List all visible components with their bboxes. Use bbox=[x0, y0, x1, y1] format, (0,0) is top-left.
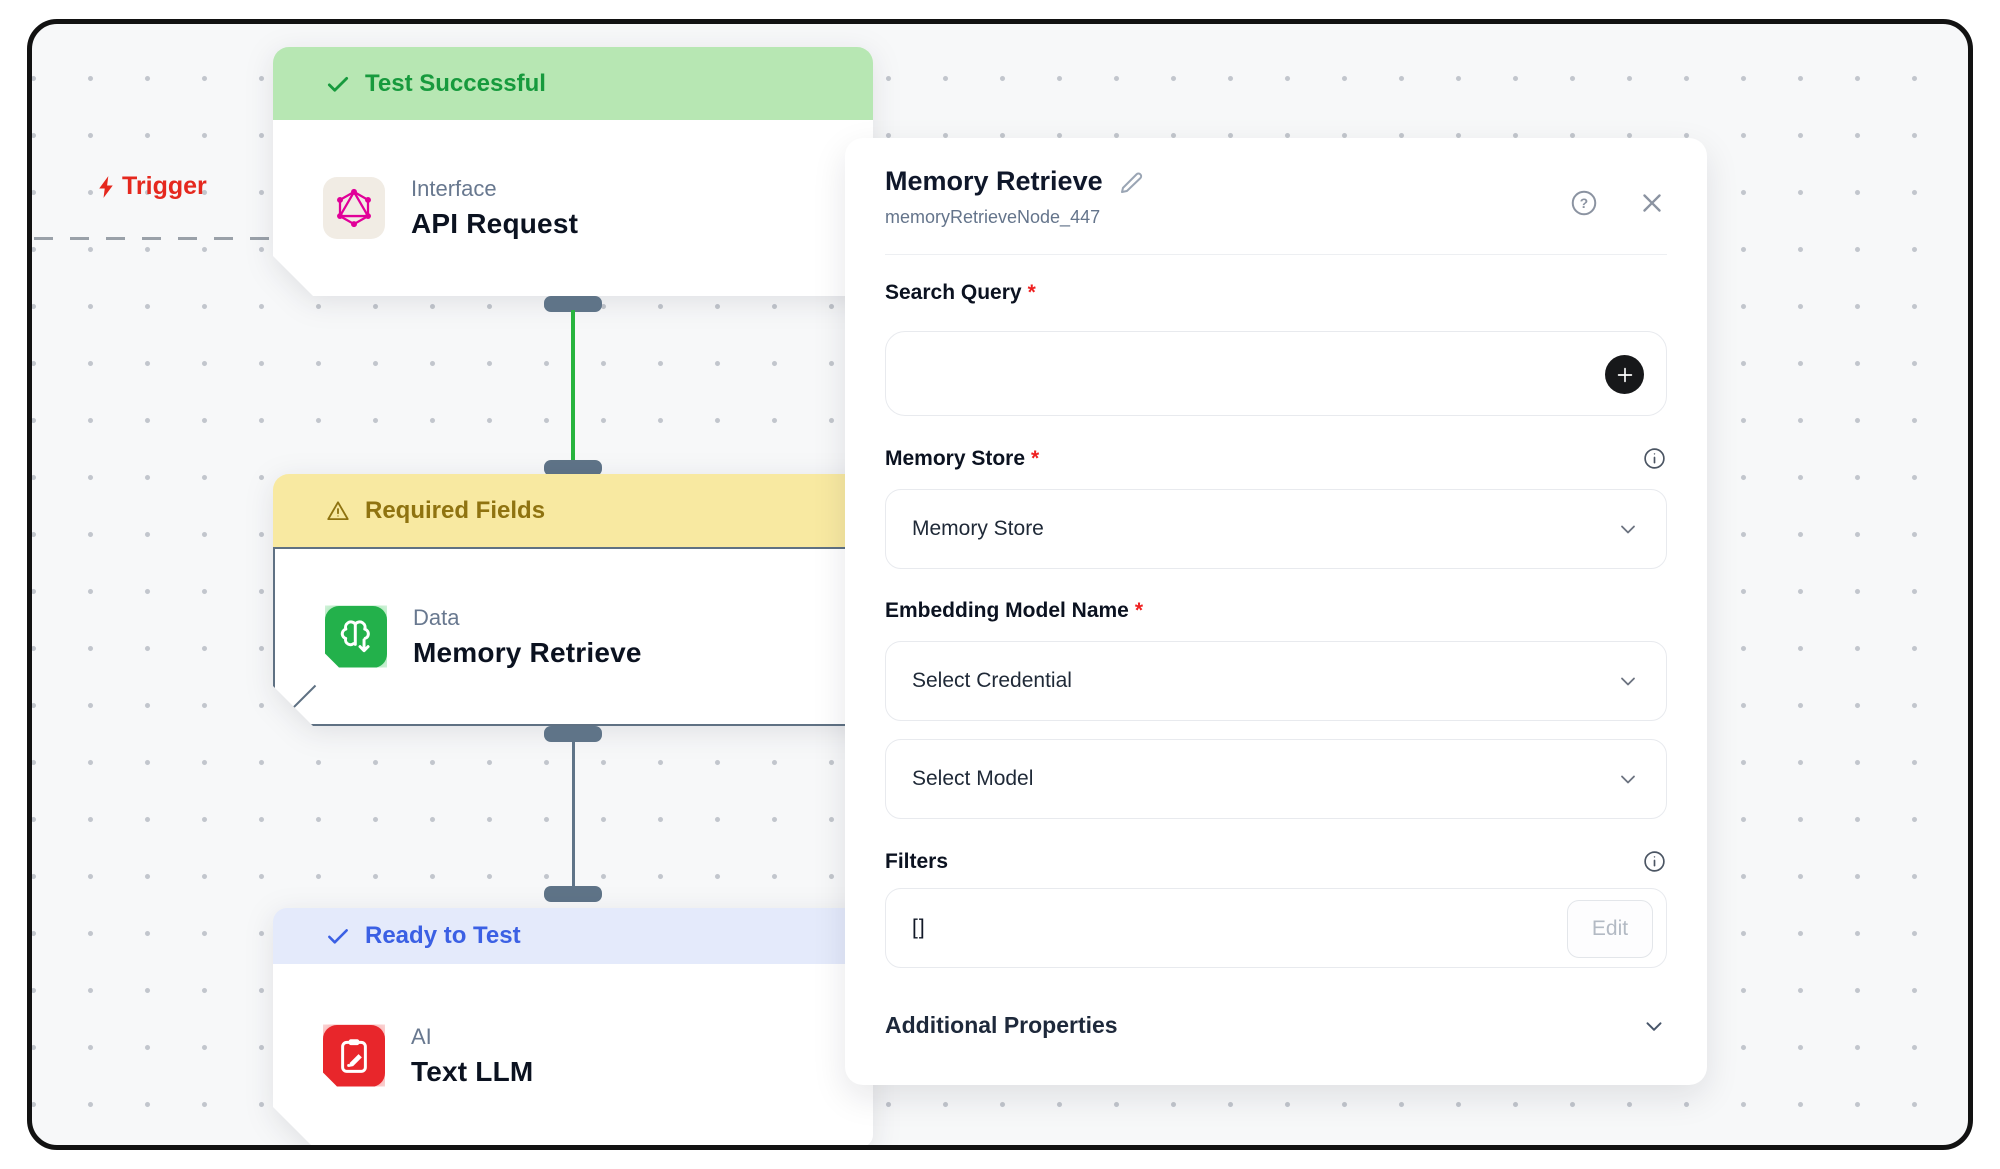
panel-scroll-area[interactable]: Memory Retrieve memoryRetrieveNode_447 ? bbox=[845, 138, 1707, 1058]
help-icon: ? bbox=[1571, 190, 1597, 216]
filters-label-row: Filters bbox=[885, 849, 1667, 874]
node-card[interactable]: Data Memory Retrieve bbox=[273, 547, 873, 726]
add-variable-button[interactable] bbox=[1605, 355, 1644, 394]
chevron-down-icon bbox=[1621, 775, 1635, 784]
node-status-text: Ready to Test bbox=[365, 922, 521, 949]
help-button[interactable]: ? bbox=[1569, 188, 1599, 218]
edge-success bbox=[571, 310, 575, 464]
filters-value: [] bbox=[912, 916, 926, 939]
node-category: Data bbox=[413, 604, 460, 630]
node-status-text: Test Successful bbox=[365, 69, 546, 97]
model-placeholder: Select Model bbox=[912, 767, 1034, 790]
required-asterisk: * bbox=[1027, 281, 1036, 304]
trigger-text: Trigger bbox=[122, 172, 207, 200]
required-asterisk: * bbox=[1134, 599, 1144, 622]
clipboard-pencil-icon bbox=[323, 1025, 385, 1087]
rename-node-button[interactable] bbox=[1117, 167, 1147, 197]
search-query-label: Search Query* bbox=[885, 281, 1036, 304]
chevron-down-icon bbox=[1621, 677, 1635, 686]
close-icon bbox=[1643, 194, 1661, 212]
edge-default bbox=[572, 740, 575, 888]
node-text-llm[interactable]: Ready to Test AI Text LLM bbox=[273, 908, 873, 1147]
node-title: Memory Retrieve bbox=[413, 636, 642, 668]
check-icon bbox=[327, 76, 349, 92]
output-handle[interactable] bbox=[544, 726, 602, 742]
node-status-banner-ready: Ready to Test bbox=[273, 908, 873, 964]
search-query-field[interactable] bbox=[885, 331, 1667, 416]
embedding-label-row: Embedding Model Name* bbox=[885, 599, 1667, 623]
svg-text:?: ? bbox=[1580, 196, 1588, 211]
brain-download-icon bbox=[325, 606, 387, 668]
filters-edit-button[interactable]: Edit bbox=[1567, 900, 1653, 958]
node-status-banner-success: Test Successful bbox=[273, 47, 873, 120]
node-id-text: memoryRetrieveNode_447 bbox=[885, 207, 1101, 227]
node-status-text: Required Fields bbox=[365, 496, 546, 524]
credential-placeholder: Select Credential bbox=[912, 669, 1072, 692]
node-title: Text LLM bbox=[411, 1055, 534, 1087]
node-category: Interface bbox=[411, 176, 497, 201]
warning-icon bbox=[327, 500, 349, 520]
chevron-down-icon bbox=[1646, 1021, 1662, 1031]
properties-panel: Memory Retrieve memoryRetrieveNode_447 ? bbox=[845, 138, 1707, 1085]
input-handle[interactable] bbox=[544, 460, 602, 476]
info-icon bbox=[1644, 448, 1665, 469]
node-status-banner-warning: Required Fields bbox=[273, 474, 873, 547]
graphql-icon bbox=[323, 177, 385, 239]
filters-label: Filters bbox=[885, 849, 949, 873]
panel-title: Memory Retrieve bbox=[885, 166, 1103, 196]
trigger-label: Trigger bbox=[94, 172, 207, 201]
filters-field[interactable]: [] Edit bbox=[885, 888, 1667, 968]
chevron-down-icon bbox=[1621, 525, 1635, 534]
node-category: AI bbox=[411, 1023, 432, 1049]
memory-store-label-row: Memory Store* bbox=[885, 446, 1667, 471]
memory-store-dropdown[interactable]: Memory Store bbox=[885, 489, 1667, 569]
output-handle[interactable] bbox=[544, 296, 602, 312]
search-query-input[interactable] bbox=[910, 362, 1596, 385]
node-title: API Request bbox=[411, 208, 579, 239]
panel-header: Memory Retrieve memoryRetrieveNode_447 ? bbox=[885, 166, 1667, 228]
node-memory-retrieve[interactable]: Required Fields Data Memory Retrieve bbox=[273, 474, 873, 726]
credential-dropdown[interactable]: Select Credential bbox=[885, 641, 1667, 721]
search-query-label-row: Search Query* bbox=[885, 281, 1667, 305]
node-card[interactable]: AI Text LLM bbox=[273, 964, 873, 1147]
embedding-model-label: Embedding Model Name* bbox=[885, 599, 1144, 622]
additional-properties-toggle[interactable]: Additional Properties bbox=[885, 1012, 1667, 1039]
memory-store-selected: Memory Store bbox=[912, 517, 1044, 540]
close-panel-button[interactable] bbox=[1637, 188, 1667, 218]
pencil-icon bbox=[1120, 172, 1142, 193]
node-card[interactable]: Interface API Request bbox=[273, 120, 873, 296]
additional-properties-label: Additional Properties bbox=[885, 1012, 1118, 1038]
memory-store-info-button[interactable] bbox=[1642, 446, 1667, 471]
model-dropdown[interactable]: Select Model bbox=[885, 739, 1667, 819]
header-divider bbox=[885, 254, 1667, 255]
lightning-bolt-icon bbox=[99, 175, 113, 198]
trigger-connection-line bbox=[34, 237, 274, 240]
required-asterisk: * bbox=[1031, 446, 1040, 470]
input-handle[interactable] bbox=[544, 886, 602, 902]
filters-info-button[interactable] bbox=[1642, 849, 1667, 874]
memory-store-label: Memory Store* bbox=[885, 446, 1040, 470]
check-icon bbox=[328, 929, 348, 944]
chamfer-border bbox=[274, 685, 316, 727]
plus-icon bbox=[1617, 367, 1632, 382]
info-icon bbox=[1644, 851, 1665, 872]
node-api-request[interactable]: Test Successful Interface API Reque bbox=[273, 47, 873, 296]
